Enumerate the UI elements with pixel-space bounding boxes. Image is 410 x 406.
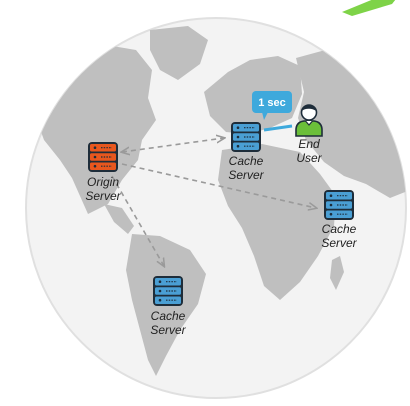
world-map-continents: [28, 26, 406, 376]
arrow-origin-to-europe-cache: [122, 138, 224, 152]
cache-server-south-america-label-line1: Cache: [151, 309, 186, 323]
end-user-label-line1: End: [298, 137, 320, 151]
cache-server-africa-icon: [324, 190, 354, 220]
cache-server-africa-label-line1: Cache: [322, 222, 357, 236]
cache-server-europe-icon: [231, 122, 261, 152]
origin-server-label-line2: Server: [85, 189, 121, 203]
latency-bubble: 1 sec: [252, 91, 292, 120]
island-madagascar: [330, 256, 344, 290]
continent-central-america: [104, 204, 134, 234]
cache-server-europe-label-line2: Server: [228, 168, 264, 182]
end-user-label-line2: User: [296, 151, 322, 165]
connections: [111, 138, 316, 266]
continent-africa: [218, 144, 336, 300]
arrow-origin-to-africa-cache: [121, 163, 316, 208]
end-user-icon: [295, 104, 323, 137]
corner-arrow-mark: [342, 0, 396, 16]
cache-server-south-america-icon: [153, 276, 183, 306]
latency-label: 1 sec: [258, 97, 286, 109]
origin-server-label-line1: Origin: [87, 175, 119, 189]
continent-greenland: [150, 26, 208, 80]
cache-server-europe-label-line1: Cache: [229, 154, 264, 168]
cache-server-south-america-label-line2: Server: [150, 323, 186, 337]
cache-server-africa-label-line2: Server: [321, 236, 357, 250]
end-user-link: [263, 124, 293, 132]
origin-server-icon: [88, 142, 118, 172]
